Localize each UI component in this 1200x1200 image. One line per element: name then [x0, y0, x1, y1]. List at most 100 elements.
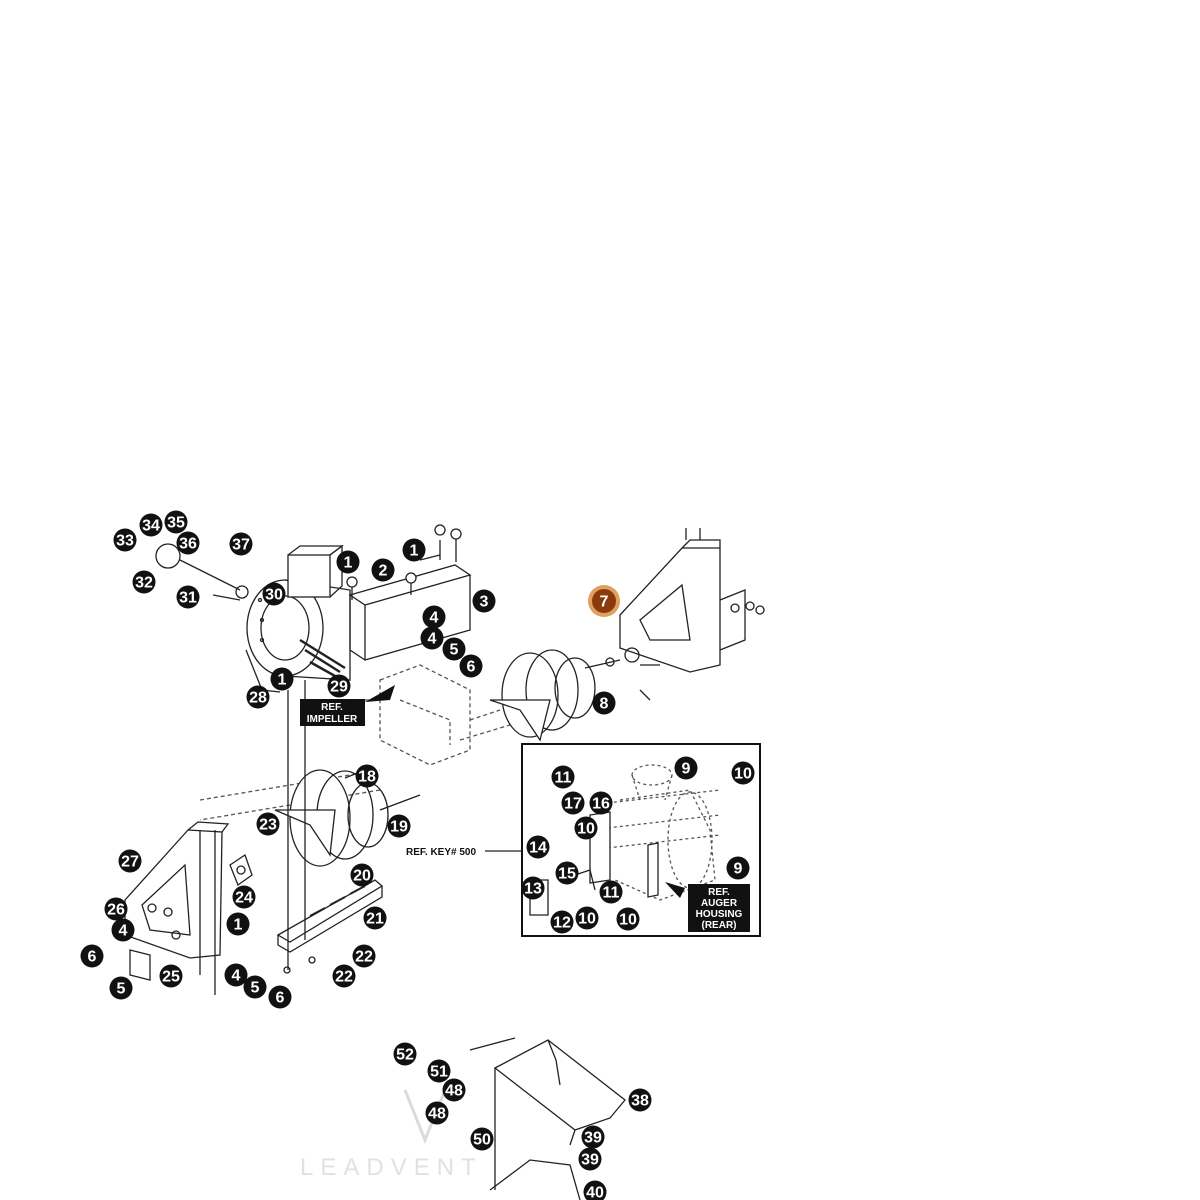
callout-10: 10	[731, 761, 755, 785]
callout-5: 5	[442, 637, 466, 661]
callout-circle	[555, 861, 579, 885]
callout-circle	[599, 880, 623, 904]
callout-number: 11	[603, 885, 620, 902]
callout-1: 1	[226, 912, 250, 936]
callout-number: 16	[592, 796, 610, 813]
watermark-text: LEADVENT	[300, 1154, 483, 1181]
callout-24: 24	[232, 885, 256, 909]
callout-circle	[111, 918, 135, 942]
callout-circle	[104, 897, 128, 921]
callout-32: 32	[132, 570, 156, 594]
callout-number: 28	[249, 690, 267, 707]
callout-21: 21	[363, 906, 387, 930]
callout-number: 30	[265, 587, 283, 604]
callout-9: 9	[674, 756, 698, 780]
callout-number: 1	[410, 543, 419, 560]
callout-circle	[470, 1127, 494, 1151]
callout-12: 12	[550, 910, 574, 934]
callout-number: 6	[88, 949, 97, 966]
callout-51: 51	[427, 1059, 451, 1083]
callout-number: 12	[553, 915, 571, 932]
callout-circle	[521, 876, 545, 900]
callout-number: 3	[480, 594, 489, 611]
callout-number: 4	[428, 631, 437, 648]
callout-1: 1	[270, 667, 294, 691]
callout-circle	[336, 550, 360, 574]
callout-circle	[246, 685, 270, 709]
callout-circle	[371, 558, 395, 582]
callout-number: 4	[232, 968, 241, 985]
callout-number: 10	[619, 912, 637, 929]
callout-8: 8	[592, 691, 616, 715]
callout-circle	[592, 691, 616, 715]
callout-circle	[420, 626, 444, 650]
chute-drawing	[469, 1037, 626, 1200]
callout-circle	[109, 976, 133, 1000]
callout-number: 18	[358, 769, 376, 786]
callout-circle	[581, 1125, 605, 1149]
callout-number: 36	[179, 536, 197, 553]
auger-upper-drawing	[489, 649, 621, 742]
callout-number: 25	[162, 969, 180, 986]
impeller-hardware	[155, 543, 249, 599]
callout-6: 6	[80, 944, 104, 968]
right-side-plate-drawing	[619, 528, 765, 701]
callout-33: 33	[113, 528, 137, 552]
ref-auger-line4: (REAR)	[702, 920, 737, 931]
callout-circle	[459, 654, 483, 678]
callout-17: 17	[561, 791, 585, 815]
callout-number: 10	[578, 911, 596, 928]
callout-number: 11	[555, 770, 572, 787]
callout-3: 3	[472, 589, 496, 613]
callout-circle	[592, 589, 616, 613]
callout-4: 4	[224, 963, 248, 987]
ref-auger-line1: REF.	[708, 887, 730, 898]
callout-number: 31	[179, 590, 197, 607]
callout-number: 39	[584, 1130, 602, 1147]
callout-number: 9	[734, 861, 743, 878]
callout-27: 27	[118, 849, 142, 873]
callout-4: 4	[422, 605, 446, 629]
callout-number: 9	[682, 761, 691, 778]
ref-leaders	[365, 685, 685, 898]
callout-11: 11	[599, 880, 623, 904]
callout-number: 5	[251, 980, 260, 997]
callout-28: 28	[246, 685, 270, 709]
callout-circle	[176, 585, 200, 609]
callout-circle	[575, 906, 599, 930]
callout-10: 10	[574, 816, 598, 840]
callout-circle	[113, 528, 137, 552]
callout-circle	[731, 761, 755, 785]
callout-5: 5	[243, 975, 267, 999]
callout-39: 39	[581, 1125, 605, 1149]
callout-number: 21	[366, 911, 384, 928]
callout-40: 40	[583, 1180, 607, 1200]
callout-10: 10	[616, 907, 640, 931]
callout-number: 5	[117, 981, 126, 998]
callout-circle	[332, 964, 356, 988]
callout-number: 22	[335, 969, 353, 986]
callout-number: 10	[734, 766, 752, 783]
callout-number: 22	[355, 949, 373, 966]
callout-number: 48	[428, 1106, 446, 1123]
detail-box-border	[521, 743, 761, 937]
callout-number: 5	[450, 642, 459, 659]
callout-number: 50	[473, 1132, 491, 1149]
callout-number: 37	[232, 537, 250, 554]
ref-impeller-line1: REF.	[321, 702, 343, 713]
callout-2: 2	[371, 558, 395, 582]
callout-number: 35	[167, 515, 185, 532]
callout-circle	[327, 674, 351, 698]
callout-number: 4	[430, 610, 439, 627]
callout-25: 25	[159, 964, 183, 988]
callout-48: 48	[425, 1101, 449, 1125]
watermark: LEADVENT	[300, 1089, 483, 1181]
callout-circle	[226, 912, 250, 936]
callout-circle	[268, 985, 292, 1009]
callout-6: 6	[459, 654, 483, 678]
callout-16: 16	[589, 791, 613, 815]
callout-number: 1	[234, 917, 243, 934]
callout-number: 24	[235, 890, 253, 907]
callout-number: 7	[600, 594, 609, 611]
callout-circle	[243, 975, 267, 999]
